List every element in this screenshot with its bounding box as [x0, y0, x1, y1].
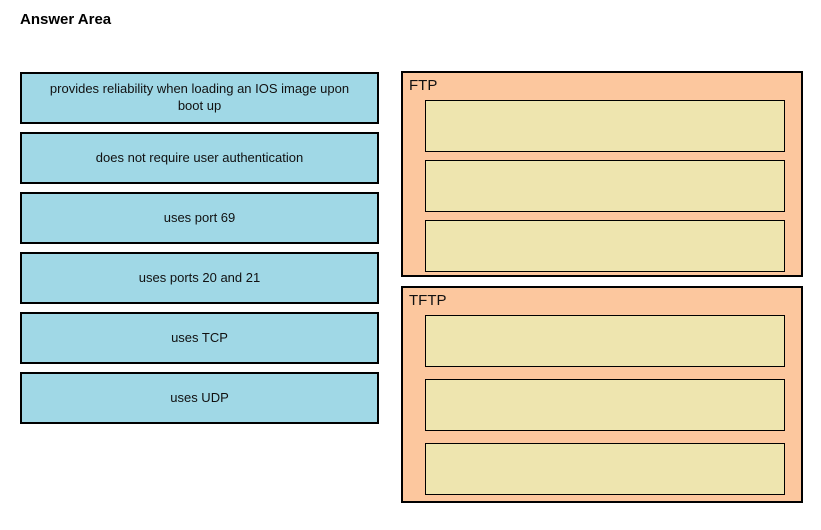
option-udp[interactable]: uses UDP	[20, 372, 379, 424]
tftp-drop-slot-2[interactable]	[425, 379, 785, 431]
tftp-slot-list	[403, 313, 801, 501]
page-title: Answer Area	[20, 11, 112, 28]
option-ios-boot-reliability[interactable]: provides reliability when loading an IOS…	[20, 72, 379, 124]
tftp-drop-slot-3[interactable]	[425, 443, 785, 495]
option-list: provides reliability when loading an IOS…	[20, 72, 379, 424]
tftp-group-label: TFTP	[409, 292, 447, 309]
option-port-69[interactable]: uses port 69	[20, 192, 379, 244]
tftp-group: TFTP	[401, 286, 803, 503]
option-tcp[interactable]: uses TCP	[20, 312, 379, 364]
option-no-user-authentication[interactable]: does not require user authentication	[20, 132, 379, 184]
ftp-drop-slot-2[interactable]	[425, 160, 785, 212]
ftp-slot-list	[403, 98, 801, 278]
option-ports-20-21[interactable]: uses ports 20 and 21	[20, 252, 379, 304]
tftp-drop-slot-1[interactable]	[425, 315, 785, 367]
ftp-drop-slot-3[interactable]	[425, 220, 785, 272]
ftp-group-label: FTP	[409, 77, 438, 94]
ftp-group: FTP	[401, 71, 803, 277]
ftp-drop-slot-1[interactable]	[425, 100, 785, 152]
